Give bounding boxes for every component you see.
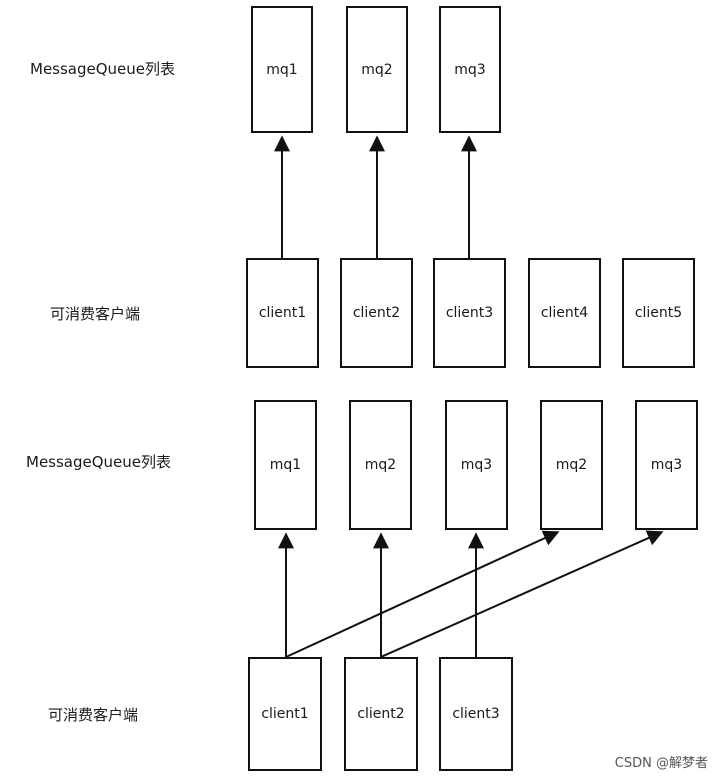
bottom-mq3-box: mq3: [445, 400, 508, 530]
bottom-client1-box: client1: [248, 657, 322, 771]
top-consumer-label: 可消费客户端: [50, 305, 141, 323]
bottom-client2-box: client2: [344, 657, 418, 771]
top-client1-box: client1: [246, 258, 319, 368]
top-client3-box: client3: [433, 258, 506, 368]
bottom-mq1-box: mq1: [254, 400, 317, 530]
arrow-client1-to-mq2-b2: [285, 530, 560, 658]
bottom-mq2-extra-box: mq2: [540, 400, 603, 530]
bottom-client3-box: client3: [439, 657, 513, 771]
top-client5-box: client5: [622, 258, 695, 368]
top-mq-list-label: MessageQueue列表: [30, 60, 176, 78]
bottom-mq2-box: mq2: [349, 400, 412, 530]
bottom-consumer-label: 可消费客户端: [48, 706, 139, 724]
top-mq3-box: mq3: [439, 6, 501, 133]
watermark: CSDN @解梦者: [614, 756, 708, 771]
arrow-client2-to-mq3-b2: [380, 530, 664, 658]
top-mq1-box: mq1: [251, 6, 313, 133]
top-mq2-box: mq2: [346, 6, 408, 133]
bottom-mq-list-label: MessageQueue列表: [26, 453, 172, 471]
top-client2-box: client2: [340, 258, 413, 368]
bottom-mq3-extra-box: mq3: [635, 400, 698, 530]
top-client4-box: client4: [528, 258, 601, 368]
